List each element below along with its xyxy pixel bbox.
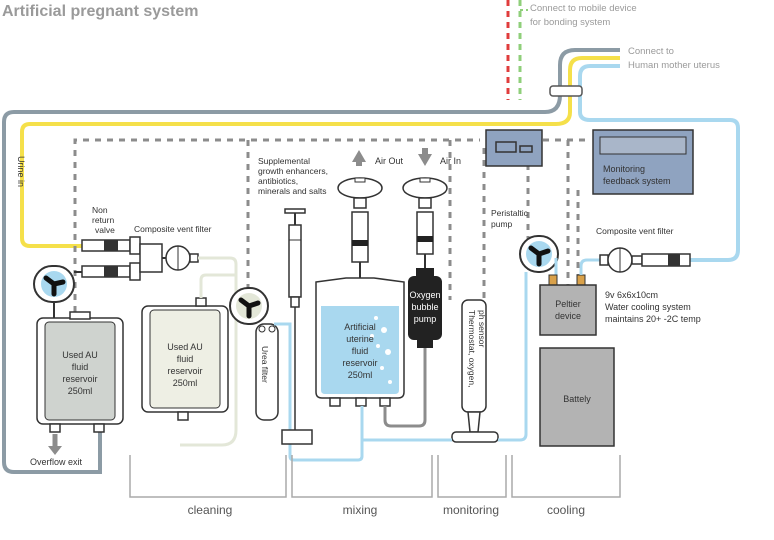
cooling-peristaltic-pump	[519, 235, 559, 273]
cooling-return-valve	[641, 253, 691, 267]
used-au-2-line-1: Used AU	[167, 342, 203, 352]
used-au-1-line-3: reservoir	[62, 374, 97, 384]
bonding-module-port	[519, 145, 533, 153]
supplement-label-4: minerals and salts	[258, 186, 327, 196]
cleaning-peristaltic-pump	[33, 265, 75, 303]
grey-tube-main	[2, 48, 620, 474]
used-au-reservoir-1	[36, 311, 124, 433]
uterus-label-1: Connect to	[628, 46, 674, 57]
peristaltic-label-2: pump	[491, 219, 513, 229]
diagram-title: Artificial pregnant system	[2, 3, 199, 20]
peristaltic-label-1: Peristaltic	[491, 208, 529, 218]
urea-filter-label: Urea filter	[260, 346, 270, 383]
thermostat-label-1: Thermostat, oxygen,	[467, 310, 477, 387]
vent-filter-right-label: Composite vent filter	[596, 226, 674, 236]
reservoir-2-inlet-tube	[199, 273, 236, 298]
art-reservoir-line-4: reservoir	[342, 358, 377, 368]
oxygen-pump-label-3: pump	[414, 314, 437, 324]
supplement-label-3: antibiotics,	[258, 176, 298, 186]
peltier-label-2: device	[555, 311, 581, 321]
monitoring-screen	[599, 136, 687, 155]
control-wires	[73, 138, 590, 312]
battery-label: Battely	[563, 394, 591, 404]
vent-filter-left-label: Composite vent filter	[134, 224, 212, 234]
spec-label-2: Water cooling system	[605, 302, 691, 312]
air-out-vent-filter	[337, 177, 383, 282]
mixing-junction	[281, 429, 313, 445]
non-return-label-2: return	[92, 215, 114, 225]
section-mixing-label: mixing	[343, 503, 378, 517]
urea-peristaltic-pump	[229, 287, 269, 325]
used-au-2-line-4: 250ml	[173, 378, 198, 388]
peltier-port-left	[548, 274, 558, 286]
composite-vent-filter-right	[599, 247, 643, 273]
peltier-device	[539, 284, 597, 336]
oxygen-feed-tube	[383, 348, 427, 428]
art-reservoir-line-1: Artificial	[344, 322, 376, 332]
filter-return-tube	[180, 256, 238, 447]
overflow-arrow-icon	[48, 446, 62, 455]
composite-vent-filter-left	[162, 245, 199, 271]
section-cooling-label: cooling	[547, 503, 585, 517]
yellow-urine-tube	[20, 56, 620, 248]
art-reservoir-line-3: fluid	[352, 346, 369, 356]
non-return-label-1: Non	[92, 205, 108, 215]
spec-label-3: maintains 20+ -2C temp	[605, 314, 701, 324]
overflow-exit-label: Overflow exit	[30, 457, 83, 467]
blue-tube-uterus	[578, 64, 740, 262]
monitor-to-pump-tube	[498, 272, 528, 442]
tube-connector-clip	[549, 85, 583, 97]
uterus-label-2: Human mother uterus	[628, 60, 720, 71]
thermostat-label-2: ph sensor	[477, 310, 487, 347]
supplement-syringe	[284, 208, 306, 308]
peltier-port-right	[576, 274, 586, 286]
used-au-1-line-4: 250ml	[68, 386, 93, 396]
air-out-arrow-icon	[352, 150, 366, 162]
bonding-module	[485, 129, 543, 167]
peltier-label-1: Peltier	[555, 299, 581, 309]
section-cleaning-label: cleaning	[188, 503, 233, 517]
urea-to-mixing-tube	[274, 322, 364, 462]
used-au-2-line-2: fluid	[177, 354, 194, 364]
thermostat-sensor	[451, 299, 499, 443]
artificial-uterine-reservoir	[315, 277, 405, 407]
oxygen-bubble-pump	[408, 268, 442, 348]
bonding-module-chip	[495, 141, 517, 153]
used-au-1-line-2: fluid	[72, 362, 89, 372]
monitoring-label-2: feedback system	[603, 176, 671, 186]
urea-filter	[255, 323, 279, 421]
air-in-vent-filter	[402, 177, 448, 268]
mixing-to-monitor-tube	[360, 406, 452, 442]
valve-manifold	[139, 243, 163, 273]
used-au-reservoir-2	[141, 297, 229, 421]
urine-in-label: Urine in	[16, 156, 26, 187]
battery	[539, 347, 615, 447]
art-reservoir-line-5: 250ml	[348, 370, 373, 380]
supplement-label-2: growth enhancers,	[258, 166, 328, 176]
non-return-valve-upper	[81, 236, 141, 255]
spec-label-1: 9v 6x6x10cm	[605, 290, 658, 300]
air-in-arrow-shaft	[422, 148, 428, 155]
non-return-valve-lower	[81, 262, 141, 281]
oxygen-pump-label-1: Oxygen	[409, 290, 440, 300]
air-out-arrow-shaft	[356, 160, 362, 166]
supplement-label-1: Supplemental	[258, 156, 310, 166]
monitoring-label-1: Monitoring	[603, 164, 645, 174]
section-monitoring-label: monitoring	[443, 503, 499, 517]
mobile-device-label-2: for bonding system	[530, 17, 610, 28]
peltier-to-filter-tube	[579, 258, 600, 275]
used-au-1-line-1: Used AU	[62, 350, 98, 360]
non-return-label-3: valve	[95, 225, 115, 235]
air-in-arrow-icon	[418, 154, 432, 166]
oxygen-pump-label-2: bubble	[411, 302, 438, 312]
art-reservoir-line-2: uterine	[346, 334, 374, 344]
section-brackets	[129, 455, 621, 498]
mobile-device-label-1: Connect to mobile device	[530, 3, 637, 14]
air-in-label: Air In	[440, 156, 461, 166]
air-out-label: Air Out	[375, 156, 404, 166]
used-au-2-line-3: reservoir	[167, 366, 202, 376]
